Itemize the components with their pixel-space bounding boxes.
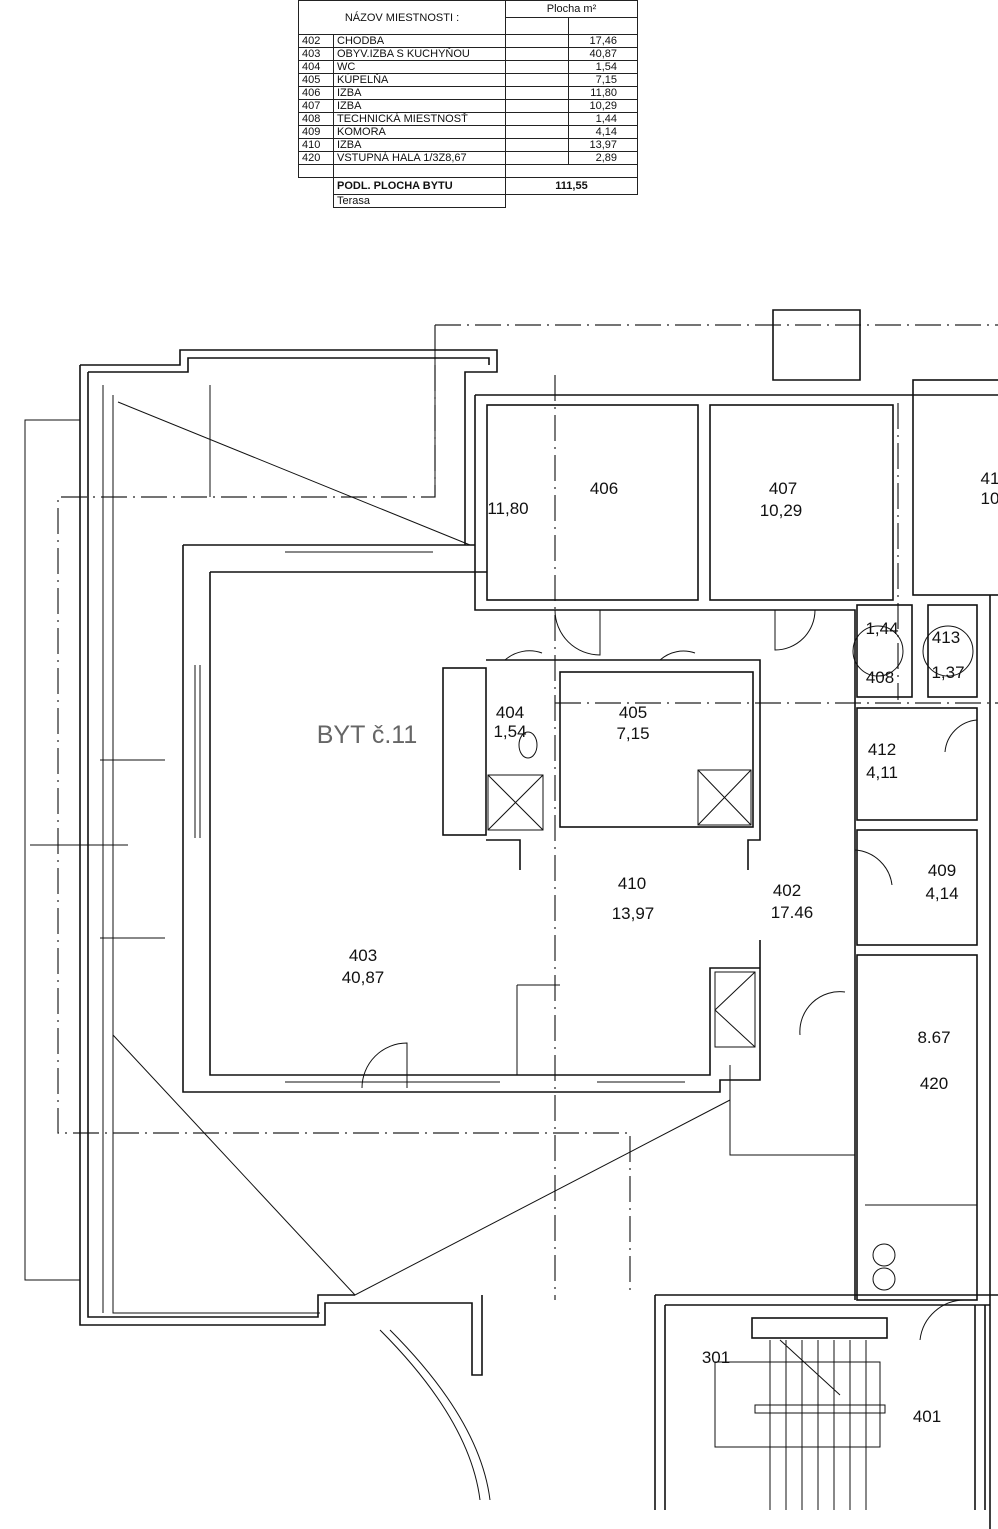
room-number: 406 [298,86,334,100]
header-room-name: NÁZOV MIESTNOSTI : [298,0,506,35]
room-area: 2,89 [568,151,638,165]
bath-block [486,659,761,870]
room-area-label: 10,29 [760,501,803,520]
room-number-label: 403 [349,946,377,965]
total-value: 111,55 [505,177,638,195]
room-number: 403 [298,47,334,61]
room-area: 13,97 [568,138,638,152]
room-41x-outline [912,379,998,596]
room-area: 7,15 [568,73,638,87]
header-area: Plocha m² [505,0,638,18]
room-area-label: 7,15 [616,724,649,743]
terrace-outline [24,349,731,1501]
room-number-label: 405 [619,703,647,722]
room-number-label: 402 [773,881,801,900]
room-number: 407 [298,99,334,113]
living-room-inner-wall [209,571,760,1076]
room-407-outline [709,404,894,601]
room-number-label: 408 [866,668,894,687]
room-area-label: 17.46 [771,903,814,922]
room-number-label: 410 [618,874,646,893]
room-number-label: 420 [920,1074,948,1093]
room-area-label: 1,44 [865,619,898,638]
toilet-icon [518,731,538,759]
room-number: 404 [298,60,334,74]
room-number-label: 407 [769,479,797,498]
apartment-label: BYT č.11 [317,721,418,749]
room-number-label: 401 [913,1407,941,1426]
door-swings [361,609,978,1341]
room-number-label: 41 [981,469,998,488]
room-number-label: 412 [868,740,896,759]
room-area-label: 4,14 [925,884,958,903]
room-number-label: 406 [590,479,618,498]
room-number-label: 413 [932,628,960,647]
room-area-label: 4,11 [866,763,898,782]
living-room-outer-wall [182,544,761,1093]
room-number-label: 409 [928,861,956,880]
room-area: 10,29 [568,99,638,113]
room-area-label: 11,80 [487,499,528,518]
room-area-label: 40,87 [342,968,385,987]
room-number-label: 404 [496,703,524,722]
room-area-label: 13,97 [612,904,655,923]
room-number-label: 301 [702,1348,730,1367]
room-406-outline [486,404,699,601]
room-area-label: 1,37 [931,663,964,682]
bay-window [772,309,861,381]
room-area-label: 8.67 [917,1028,950,1047]
room-area-label: 1,54 [493,722,526,741]
room-405-outline [559,671,754,828]
room-name: TECHNICKÁ MIESTNOSŤ [333,112,506,126]
room-area: 17,46 [568,34,638,48]
room-area-label: 10 [981,489,998,508]
staircase [654,1294,998,1510]
terrace-label: Terasa [333,194,506,208]
